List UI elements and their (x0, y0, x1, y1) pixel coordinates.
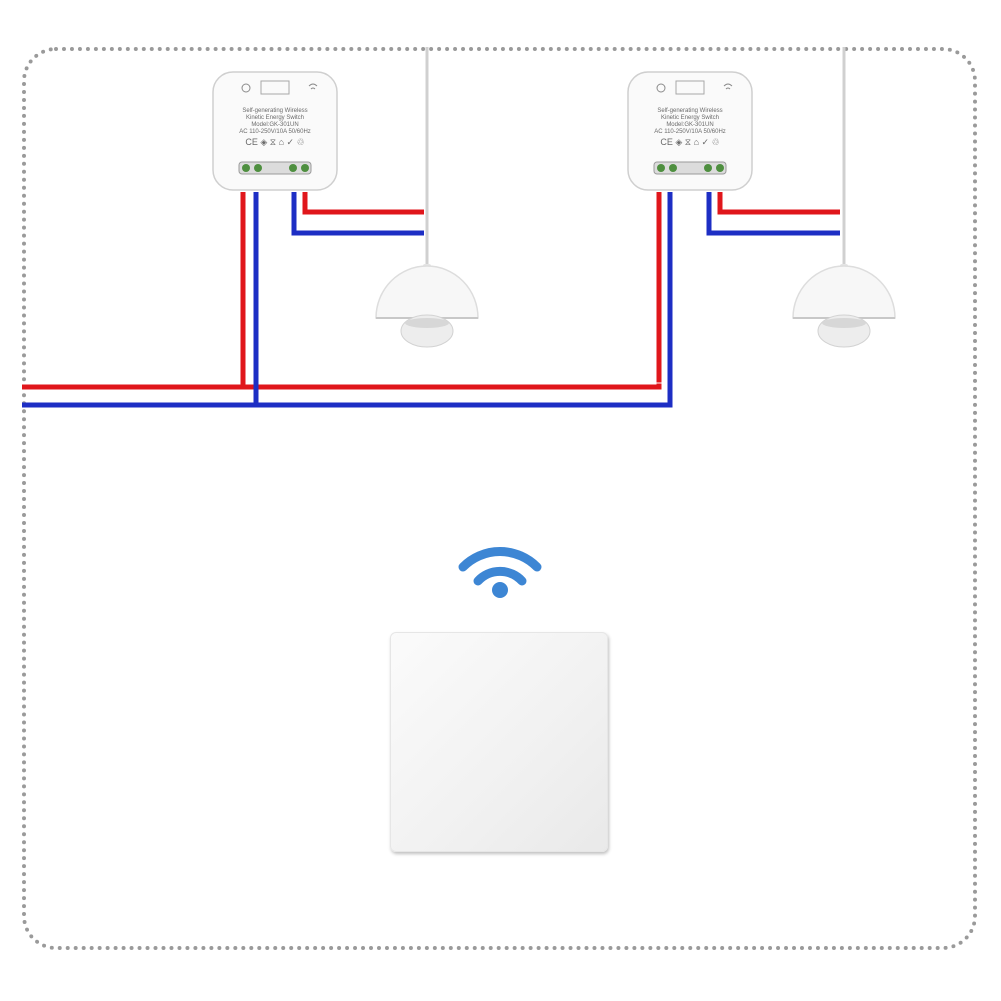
wifi-icon (458, 547, 542, 598)
certification-marks: CE ◈ ⧖ ⌂ ✓ ♲ (660, 137, 719, 147)
wifi-icon (723, 83, 733, 90)
kinetic-wall-switch[interactable] (390, 632, 608, 852)
receiver-line-3: Model:GK-301UN (666, 122, 713, 128)
receiver-line-4: AC 110-250V/10A 50/60Hz (239, 129, 311, 135)
wireless-receiver-module: Self-generating Wireless Kinetic Energy … (212, 71, 338, 191)
wireless-receiver-module: Self-generating Wireless Kinetic Energy … (627, 71, 753, 191)
main-bus (22, 192, 673, 408)
certification-marks: CE ◈ ⧖ ⌂ ✓ ♲ (245, 137, 304, 147)
receiver-line-1: Self-generating Wireless (242, 108, 307, 114)
sun-icon (241, 83, 251, 93)
indicator-window (675, 80, 705, 95)
lamp-live-wire-2 (717, 192, 840, 215)
lamp-neutral-wire-1 (291, 192, 424, 236)
indicator-window (260, 80, 290, 95)
receiver-line-4: AC 110-250V/10A 50/60Hz (654, 129, 726, 135)
pendant-lamp-icon (375, 47, 479, 348)
receiver-line-3: Model:GK-301UN (251, 122, 298, 128)
bus-live-wire (22, 192, 662, 390)
lamp-wires-1 (291, 192, 424, 236)
receiver-line-2: Kinetic Energy Switch (661, 115, 719, 121)
receiver-line-2: Kinetic Energy Switch (246, 115, 304, 121)
diagram-frame (22, 47, 977, 950)
sun-icon (656, 83, 666, 93)
bus-neutral-wire (22, 192, 673, 408)
pendant-lamp-icon (792, 47, 896, 348)
wifi-icon (308, 83, 318, 90)
lamp-neutral-wire-2 (706, 192, 840, 236)
lamp-wires-2 (706, 192, 840, 236)
lamp-live-wire-1 (302, 192, 424, 215)
receiver-line-1: Self-generating Wireless (657, 108, 722, 114)
